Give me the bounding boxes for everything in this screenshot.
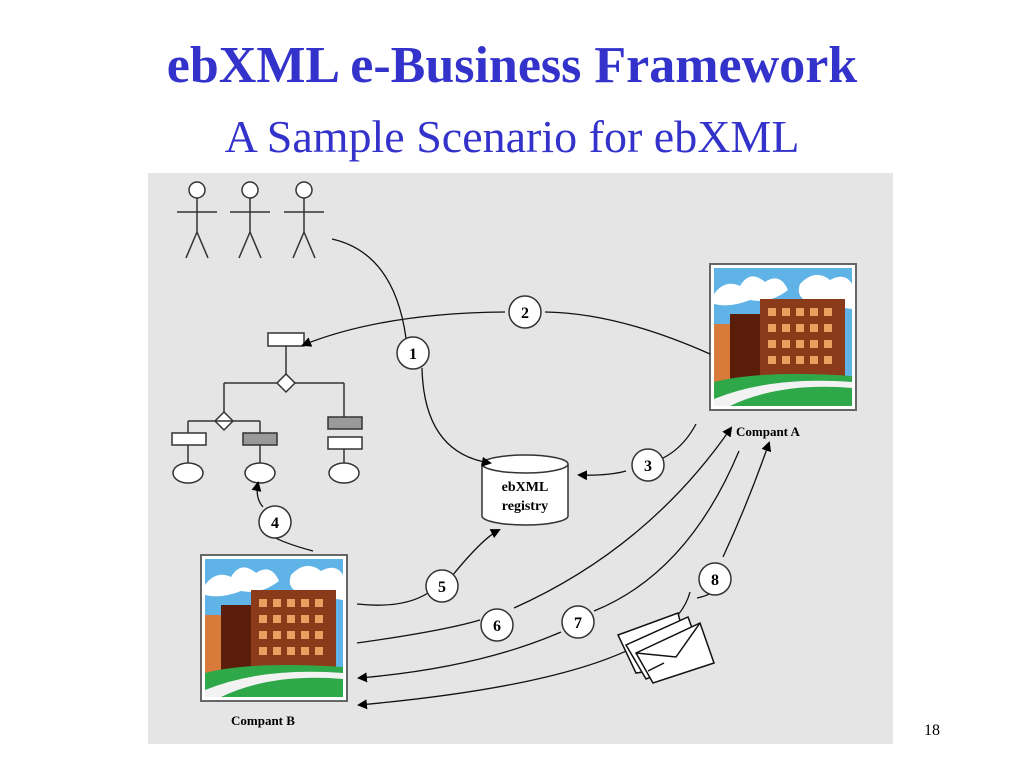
connector-2-right [544,311,711,355]
connector-6-right [513,426,733,609]
process-model-icon [171,332,363,484]
step-6-label: 6 [493,618,501,635]
step-circles-group: 1 2 3 4 5 6 7 8 [258,295,732,642]
company-a-label: Compant A [736,424,801,439]
connector-3-left [577,470,627,481]
slide-title: ebXML e-Business Framework [166,37,858,94]
company-b-label: Compant B [231,713,295,728]
actor-icon [229,181,271,259]
envelope-icon [616,612,715,684]
registry-icon: ebXML registry [481,454,569,526]
page-number: 18 [924,722,940,739]
actors-group [176,181,325,259]
connector-2-left [301,311,506,347]
step-8-circle: 8 [698,562,732,596]
connector-7-right [593,450,740,612]
connector-1-lower [421,367,492,467]
company-b-building-icon [200,554,348,702]
connector-8-upper [722,441,772,558]
step-2-circle: 2 [508,295,542,329]
scenario-diagram: ebXML registry Compant A Compant B [148,173,893,744]
slide-subtitle: A Sample Scenario for ebXML [224,111,800,162]
step-1-label: 1 [409,346,417,363]
connector-6-left [356,619,481,644]
step-3-label: 3 [644,458,652,475]
connector-4-upper [251,481,264,508]
step-4-label: 4 [271,515,279,532]
actor-icon [283,181,325,259]
connector-7-left [357,631,562,683]
step-2-label: 2 [521,305,529,322]
step-8-label: 8 [711,572,719,589]
scenario-diagram-svg: ebXML registry Compant A Compant B [171,181,857,728]
step-5-circle: 5 [425,569,459,603]
registry-label-line1: ebXML [502,480,549,495]
step-4-circle: 4 [258,505,292,539]
connector-5-upper [451,529,501,577]
step-7-label: 7 [574,615,582,632]
step-6-circle: 6 [480,608,514,642]
connector-1-upper [331,238,407,339]
step-7-circle: 7 [561,605,595,639]
step-3-circle: 3 [631,448,665,482]
registry-label-line2: registry [502,499,548,514]
connector-5-lower [356,592,429,606]
step-1-circle: 1 [396,336,430,370]
company-a-building-icon [709,263,857,411]
step-5-label: 5 [438,579,446,596]
actor-icon [176,181,218,259]
